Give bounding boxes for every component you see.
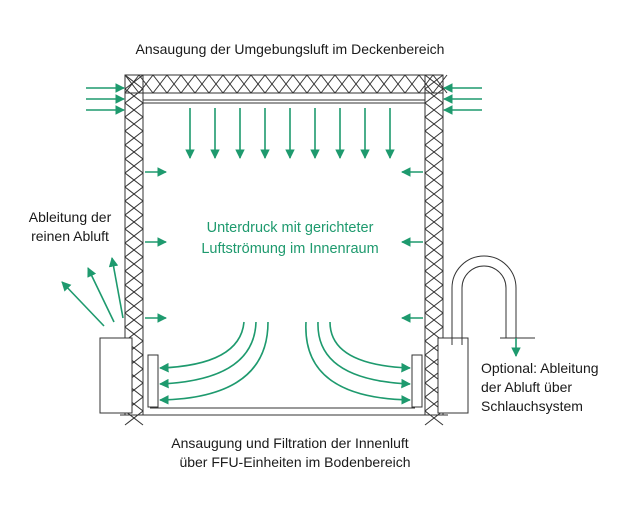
exhaust-arrow [87,267,115,323]
hose [451,255,535,345]
curve-arrow-left [159,321,257,389]
top-label: Ansaugung der Umgebungsluft im Deckenber… [136,41,445,57]
curve-arrow-left [159,321,269,405]
curve-arrow-right [317,321,411,389]
curve-arrow-right [329,321,411,373]
curve-arrow-left [159,321,245,373]
exhaust-arrow [108,257,124,319]
right-label-line3: Schlauchsystem [481,398,583,414]
bottom-label-line1: Ansaugung und Filtration der Innenluft [171,435,408,451]
truss-frame [120,74,448,426]
ffu-unit-left [147,354,159,408]
right-label-line1: Optional: Ableitung [481,360,599,376]
left-exhaust-box [99,337,133,414]
center-label-line1: Unterdruck mit gerichteter [207,220,374,236]
exhaust-arrow [61,281,105,327]
center-label-line2: Luftströmung im Innenraum [201,241,378,257]
bottom-label-line2: über FFU-Einheiten im Bodenbereich [179,454,410,470]
curve-arrow-right [305,321,411,405]
ffu-unit-right [411,354,423,408]
right-label-line2: der Abluft über [481,379,572,395]
left-label-line2: reinen Abluft [31,228,109,244]
left-label-line1: Ableitung der [29,209,112,225]
right-exhaust-box [437,337,469,414]
airflow-arrows [61,83,521,405]
